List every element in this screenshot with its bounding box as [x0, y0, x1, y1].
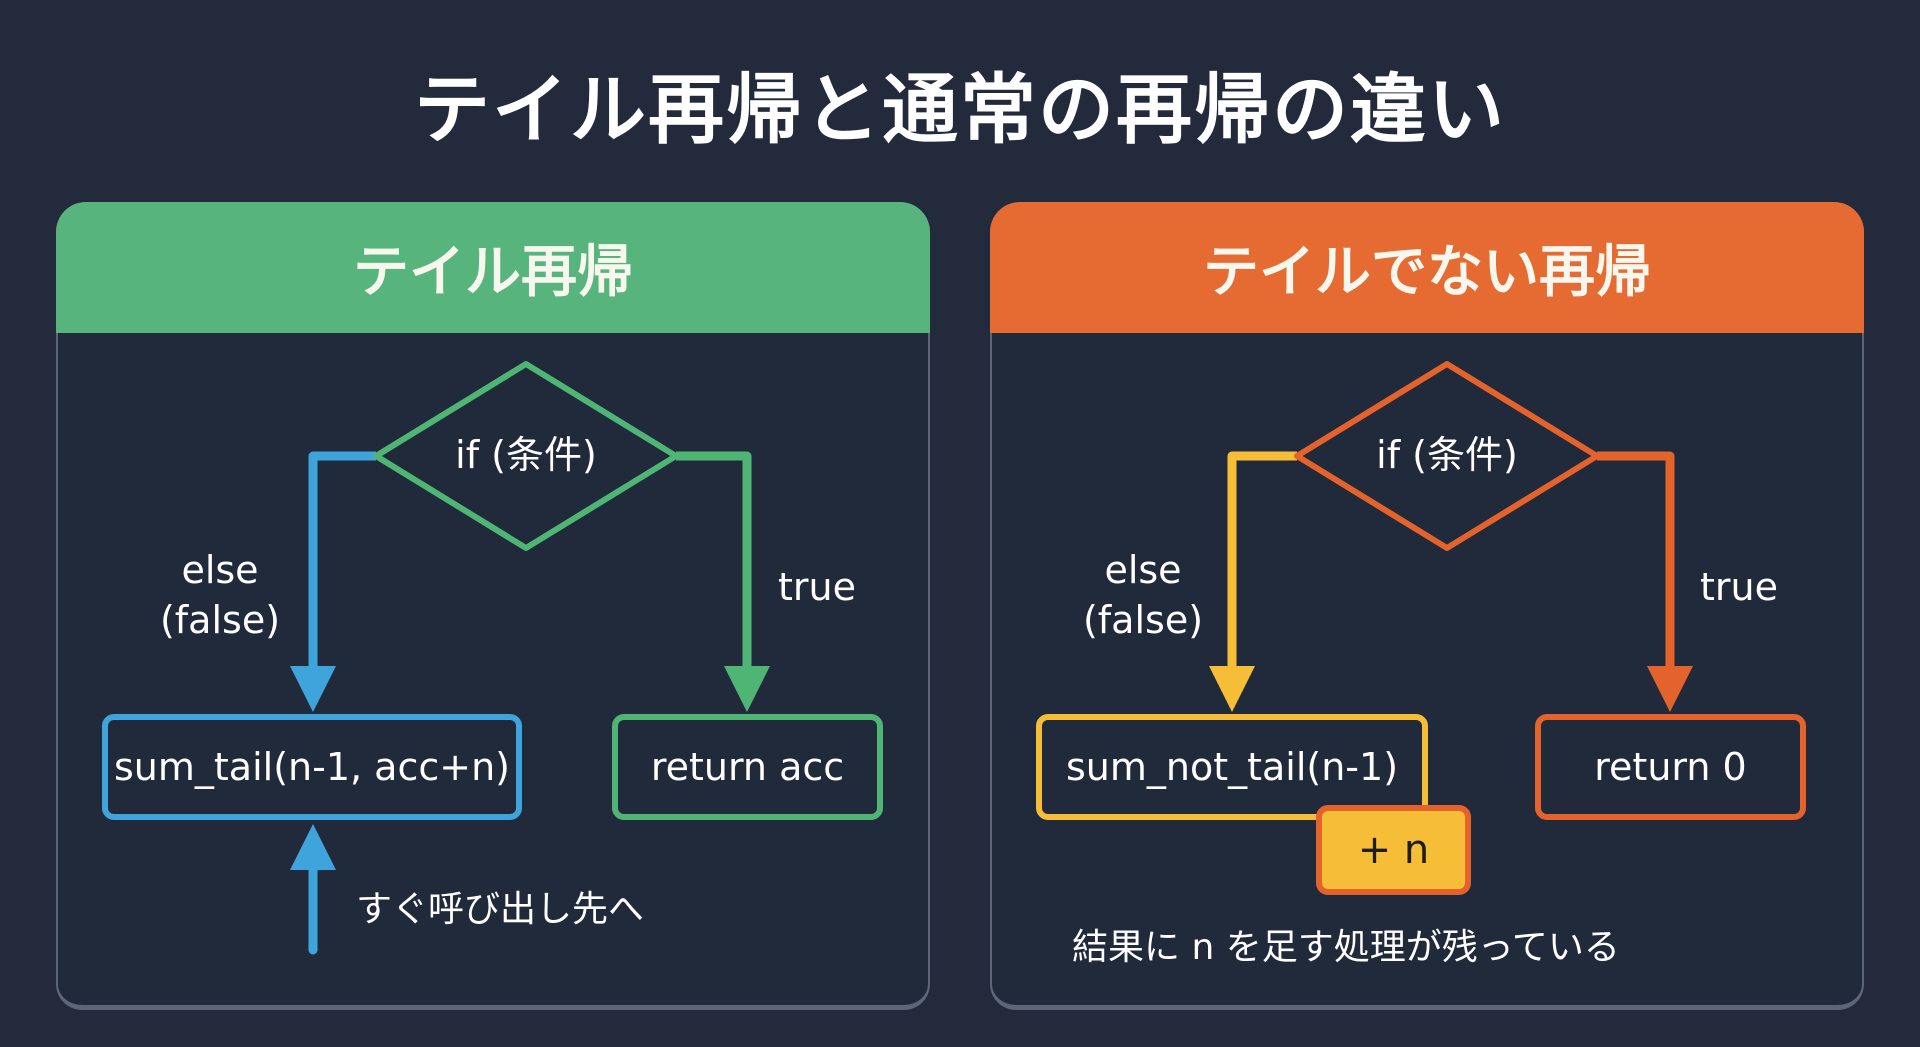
- else-label-line1: else: [181, 548, 259, 592]
- else-label-line2: (false): [159, 598, 281, 642]
- return-box: return acc: [612, 714, 883, 820]
- true-label: true: [1700, 565, 1778, 609]
- else-arrowhead-icon: [1209, 666, 1255, 712]
- true-connector: [1597, 451, 1675, 682]
- non-tail-note: 結果に n を足す処理が残っている: [1072, 927, 1620, 968]
- tail-recursion-panel: テイル再帰: [56, 202, 930, 1010]
- tail-note: すぐ呼び出し先へ: [356, 889, 645, 930]
- condition-diamond: [1294, 361, 1600, 551]
- else-connector: [308, 451, 376, 682]
- true-arrowhead-icon: [724, 666, 770, 712]
- true-label: true: [778, 565, 856, 609]
- page-title: テイル再帰と通常の再帰の違い: [414, 65, 1506, 154]
- arrow-up-icon: [290, 824, 336, 870]
- condition-label: if (条件): [455, 433, 597, 477]
- tail-recursion-header: テイル再帰: [56, 202, 930, 333]
- true-connector: [676, 451, 752, 682]
- condition-label: if (条件): [1376, 433, 1518, 477]
- non-tail-recursion-header: テイルでない再帰: [990, 202, 1864, 333]
- condition-diamond: [373, 361, 679, 551]
- pending-add-box: + n: [1316, 805, 1471, 895]
- return-box: return 0: [1535, 714, 1806, 820]
- else-arrowhead-icon: [290, 666, 336, 712]
- recursive-call-box: sum_tail(n-1, acc+n): [102, 714, 522, 820]
- recursive-call-box: sum_not_tail(n-1): [1036, 714, 1428, 820]
- else-connector: [1227, 451, 1297, 682]
- else-label-line2: (false): [1082, 598, 1204, 642]
- else-label: else (false): [1063, 545, 1223, 645]
- else-label-line1: else: [1104, 548, 1182, 592]
- true-arrowhead-icon: [1647, 666, 1693, 712]
- else-label: else (false): [140, 545, 300, 645]
